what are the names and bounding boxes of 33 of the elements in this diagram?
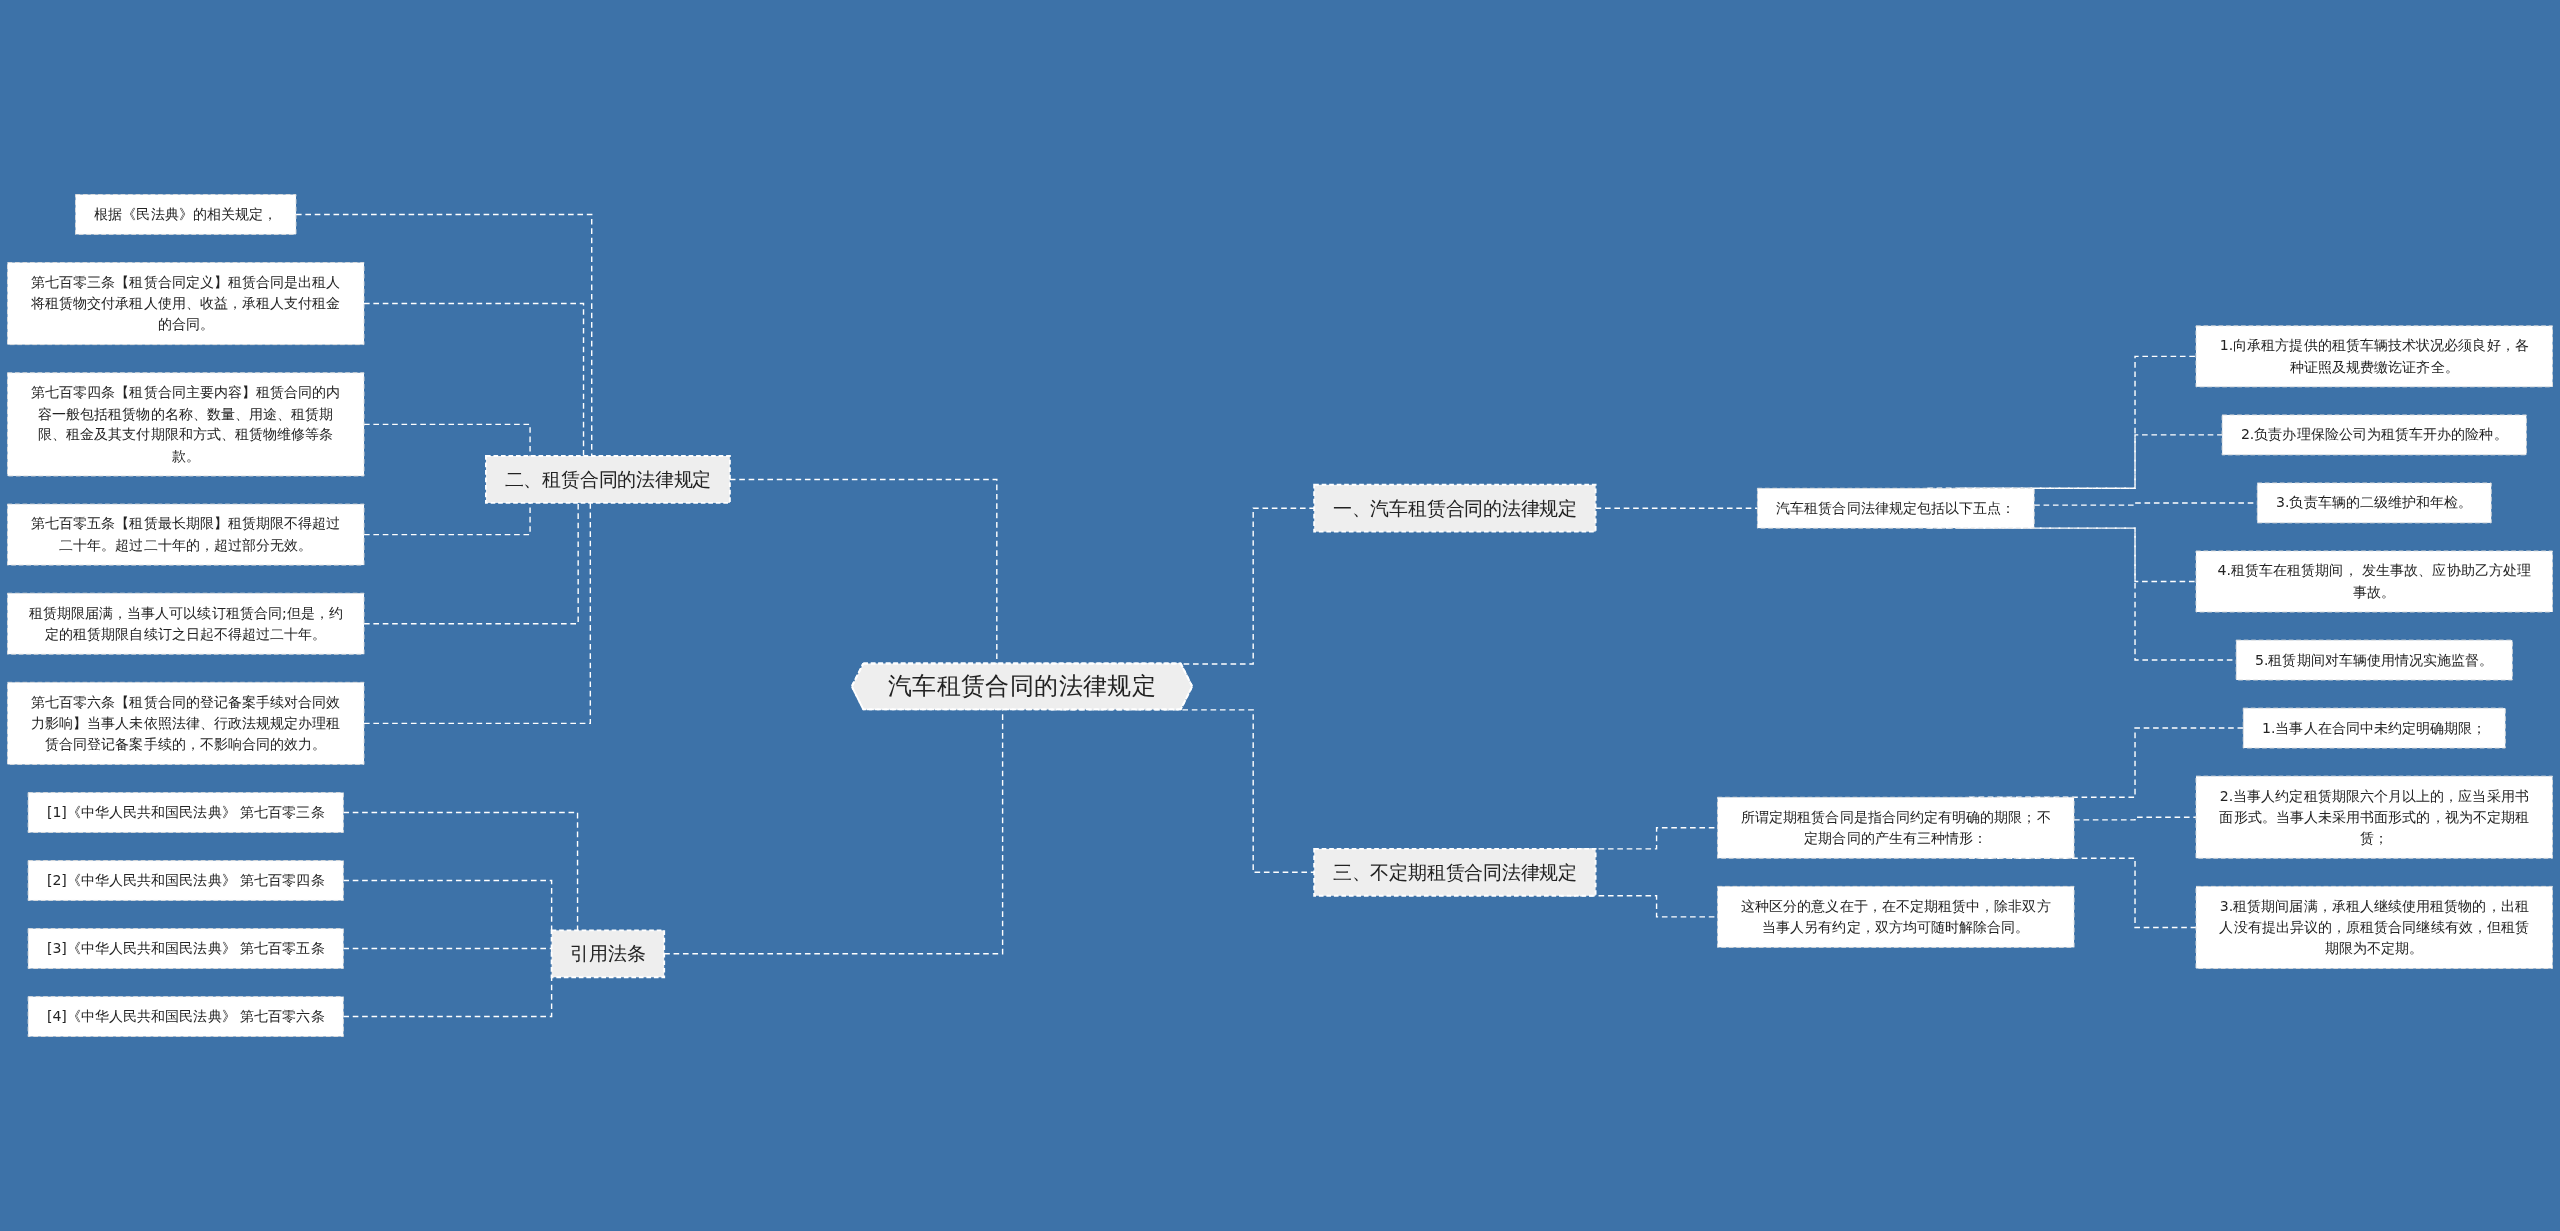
node-box: 3.负责车辆的二级维护和年检。 [2256, 482, 2492, 524]
node-box: 1.向承租方提供的租赁车辆技术状况必须良好，各种证照及规费缴讫证齐全。 [2195, 325, 2553, 388]
node-box: 引用法条 [550, 929, 666, 979]
node-box: 二、租赁合同的法律规定 [485, 455, 731, 504]
connector [342, 947, 553, 953]
node-box: [4]《中华人民共和国民法典》 第七百零六条 [27, 996, 344, 1037]
connector [295, 213, 593, 457]
node-box: 4.租赁车在租赁期间， 发生事故、应协助乙方处理事故。 [2195, 550, 2553, 613]
node-box: 3.租赁期间届满，承租人继续使用租赁物的，出租人没有提出异议的，原租赁合同继续有效，但租赁期限为不定期。 [2195, 885, 2553, 969]
connector [363, 502, 579, 625]
node-box: 第七百零六条【租赁合同的登记备案手续对合同效力影响】当事人未依照法律、行政法规规定办理租赁合同登记备案手续的，不影响合同的效力。 [7, 681, 365, 765]
node-box: 第七百零四条【租赁合同主要内容】租赁合同的内容一般包括租赁物的名称、数量、用途、租赁期限、租金及其支付期限和方式、租赁物维修等条款。 [7, 372, 365, 477]
connector [342, 879, 553, 932]
connector [363, 302, 585, 457]
node-box: [3]《中华人民共和国民法典》 第七百零五条 [27, 928, 344, 969]
node-box: 所谓定期租赁合同是指合同约定有明确的期限；不定期合同的产生有三种情形： [1717, 796, 2075, 859]
node-box: 2.当事人约定租赁期限六个月以上的，应当采用书面形式。当事人未采用书面形式的，视为不定期租赁； [2195, 775, 2553, 859]
node-box: [2]《中华人民共和国民法典》 第七百零四条 [27, 860, 344, 901]
node-box: 这种区分的意义在于，在不定期租赁中，除非双方当事人另有约定，双方均可随时解除合同。 [1717, 885, 2075, 948]
connector [363, 502, 592, 725]
node-box: 1.当事人在合同中未约定明确期限； [2242, 707, 2506, 749]
node-box: 三、不定期租赁合同法律规定 [1313, 847, 1597, 897]
connector [342, 811, 579, 932]
node-box: [1]《中华人民共和国民法典》 第七百零三条 [27, 792, 344, 833]
connector [2073, 816, 2197, 821]
node-box: 租赁期限届满，当事人可以续订租赁合同;但是，约定的租赁期限自续订之日起不得超过二十年。 [7, 592, 365, 655]
node-box: 根据《民法典》的相关规定， [75, 194, 297, 235]
node-box: 一、汽车租赁合同的法律规定 [1313, 483, 1597, 533]
node-box: 第七百零五条【租赁最长期限】租赁期限不得超过二十年。超过二十年的，超过部分无效。 [7, 503, 365, 566]
node-box: 第七百零三条【租赁合同定义】租赁合同是出租人将租赁物交付承租人使用、收益，承租人支付租金的合同。 [7, 262, 365, 346]
node-box: 5.租赁期间对车辆使用情况实施监督。 [2235, 639, 2513, 681]
node-box: 汽车租赁合同法律规定包括以下五点： [1756, 487, 2035, 529]
node-box: 2.负责办理保险公司为租赁车开办的险种。 [2221, 414, 2527, 456]
